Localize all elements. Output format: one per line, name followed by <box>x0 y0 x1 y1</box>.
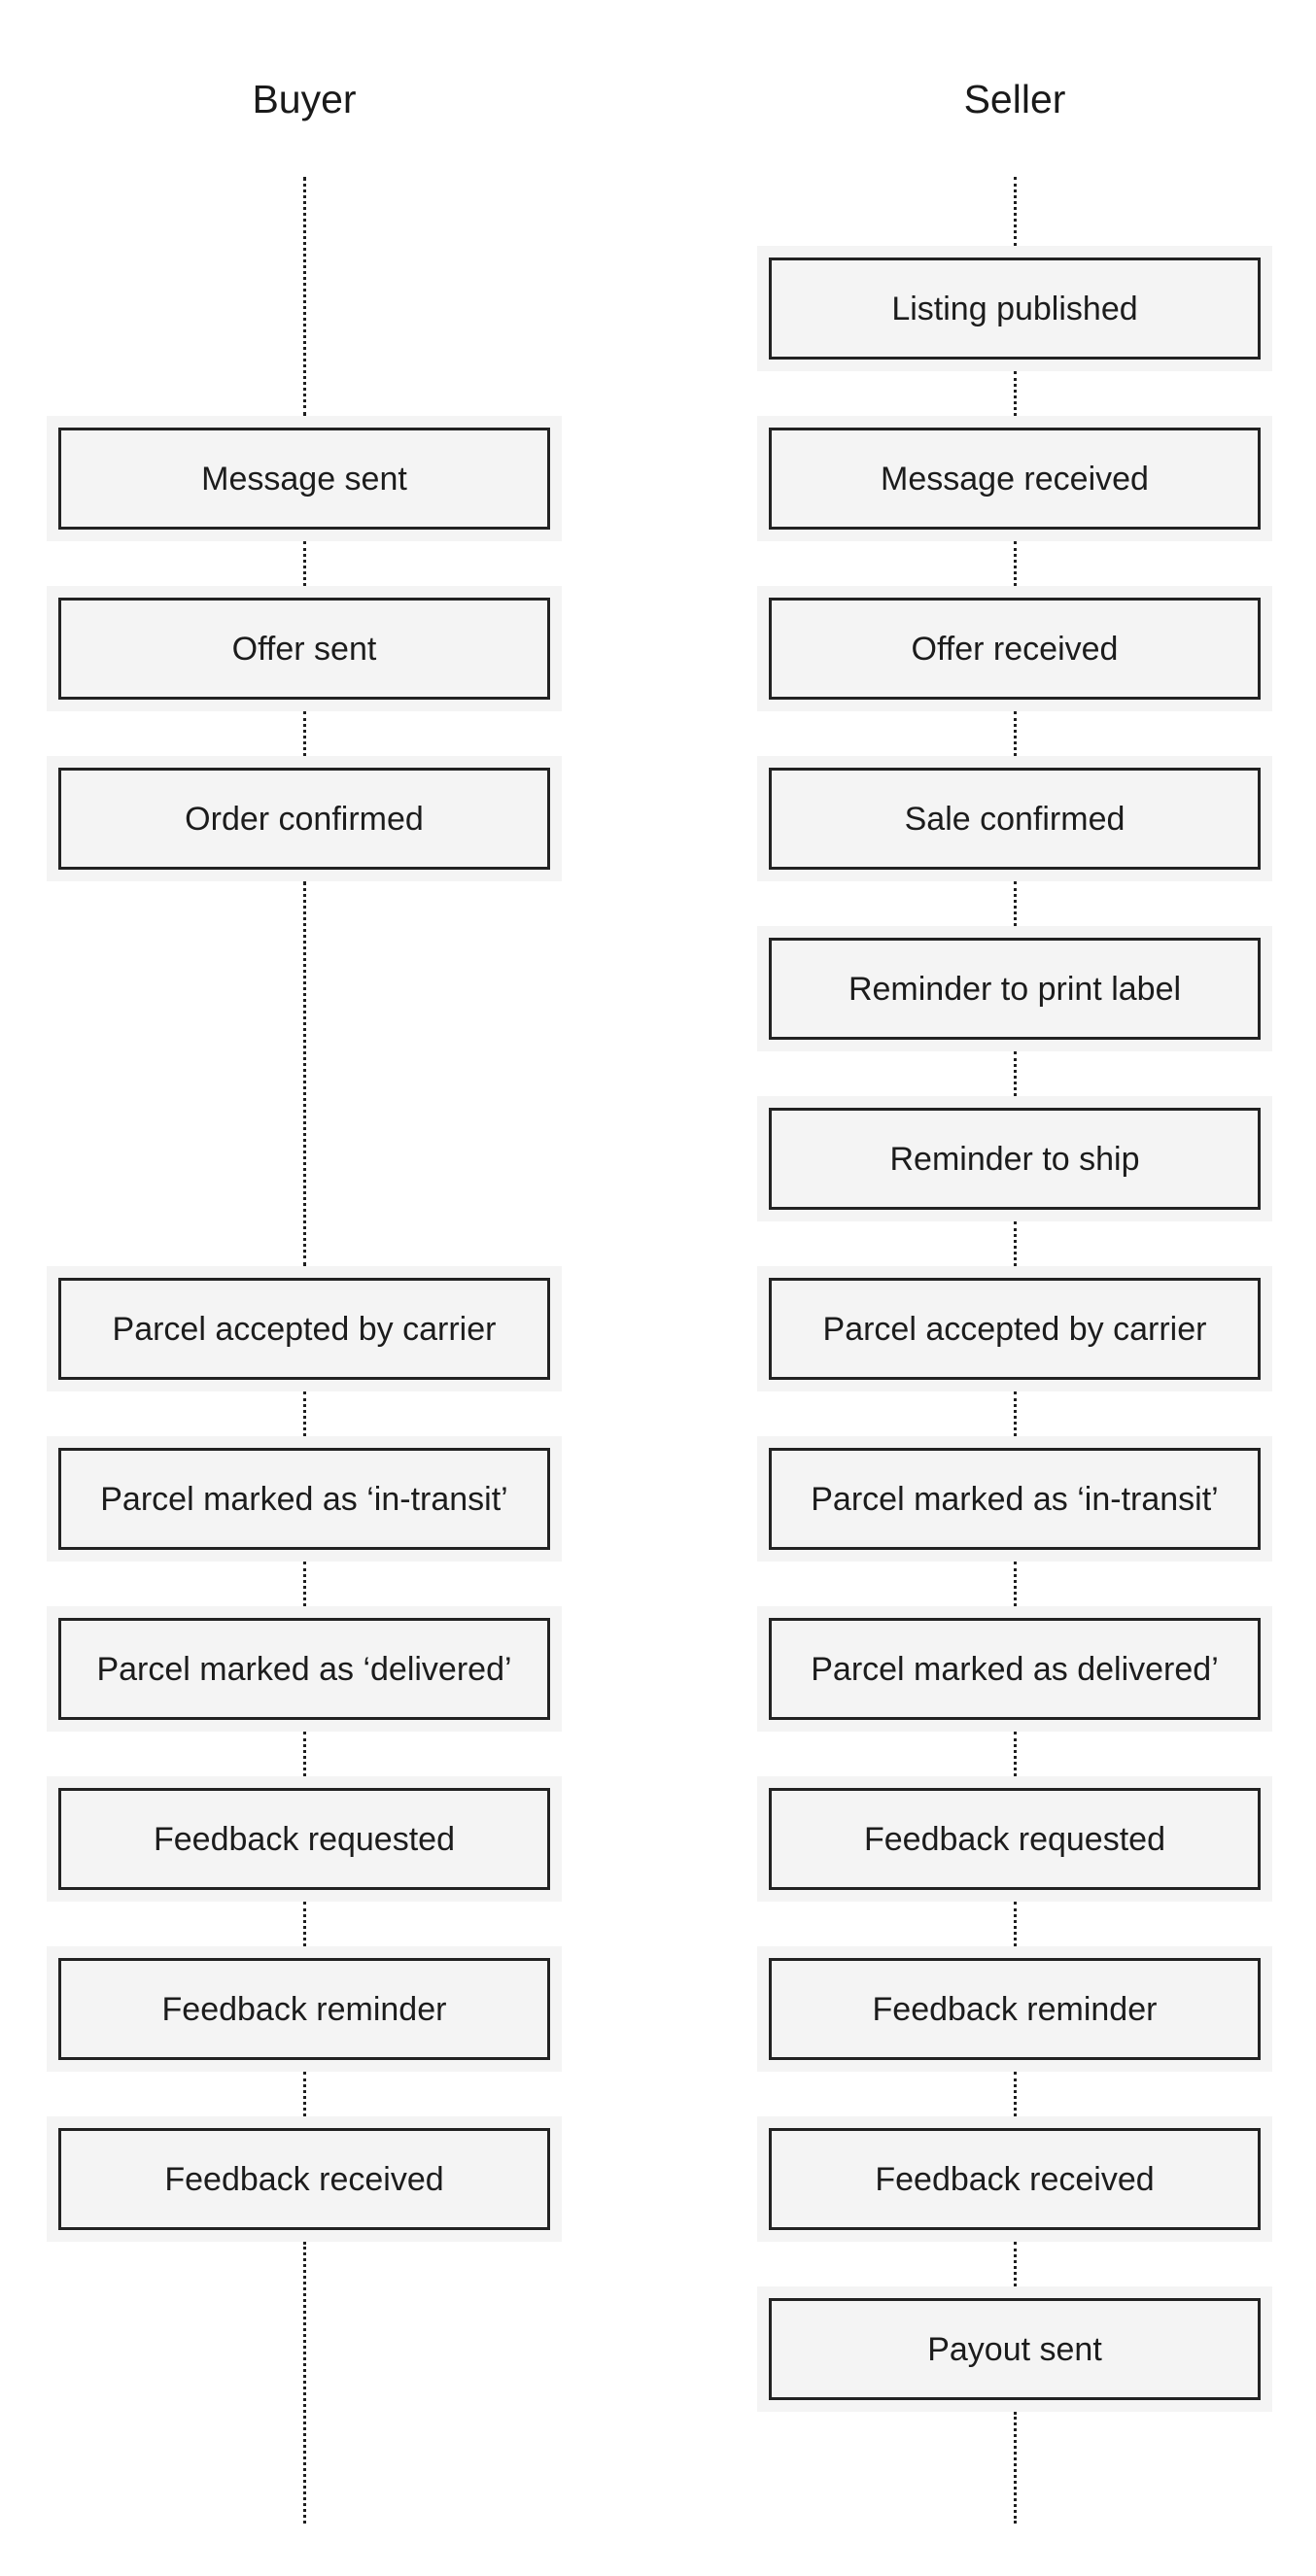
step-box: Offer received <box>769 598 1261 700</box>
step-box: Parcel marked as delivered’ <box>769 1618 1261 1720</box>
step-box: Parcel accepted by carrier <box>769 1278 1261 1380</box>
connector <box>1014 881 1017 926</box>
step-label: Message sent <box>201 460 407 498</box>
step-box: Feedback received <box>58 2128 550 2230</box>
seller-step-payout-sent: Payout sent <box>757 2286 1272 2412</box>
buyer-lane-title: Buyer <box>252 77 357 121</box>
step-label: Listing published <box>891 290 1138 327</box>
step-box: Message received <box>769 428 1261 530</box>
seller-step-offer-received: Offer received <box>757 586 1272 711</box>
connector <box>1014 711 1017 756</box>
step-box: Parcel marked as ‘in-transit’ <box>58 1448 550 1550</box>
connector <box>303 1902 306 1946</box>
connector <box>303 541 306 586</box>
seller-lane: Seller Listing published Message receive… <box>757 0 1272 2576</box>
step-label: Reminder to ship <box>889 1140 1140 1178</box>
connector <box>303 1391 306 1436</box>
connector <box>303 881 306 1266</box>
connector <box>1014 1391 1017 1436</box>
step-label: Parcel marked as ‘in-transit’ <box>811 1480 1219 1518</box>
buyer-step-parcel-delivered: Parcel marked as ‘delivered’ <box>47 1606 562 1732</box>
connector <box>303 711 306 756</box>
step-label: Feedback requested <box>864 1820 1165 1858</box>
seller-step-feedback-requested: Feedback requested <box>757 1776 1272 1902</box>
step-label: Parcel marked as ‘in-transit’ <box>100 1480 508 1518</box>
step-box: Parcel accepted by carrier <box>58 1278 550 1380</box>
seller-lane-title: Seller <box>963 77 1066 121</box>
step-label: Parcel accepted by carrier <box>112 1310 497 1348</box>
connector <box>1014 177 1017 246</box>
buyer-step-parcel-accepted: Parcel accepted by carrier <box>47 1266 562 1391</box>
step-label: Parcel marked as delivered’ <box>811 1650 1219 1688</box>
connector <box>1014 1732 1017 1776</box>
step-box: Feedback received <box>769 2128 1261 2230</box>
seller-step-reminder-print-label: Reminder to print label <box>757 926 1272 1051</box>
connector <box>1014 2412 1017 2524</box>
buyer-step-feedback-requested: Feedback requested <box>47 1776 562 1902</box>
step-label: Payout sent <box>927 2330 1102 2368</box>
connector <box>1014 1902 1017 1946</box>
step-label: Sale confirmed <box>904 800 1126 838</box>
buyer-step-offer-sent: Offer sent <box>47 586 562 711</box>
seller-step-listing-published: Listing published <box>757 246 1272 371</box>
step-label: Offer sent <box>231 630 377 668</box>
buyer-step-feedback-received: Feedback received <box>47 2116 562 2242</box>
step-box: Feedback reminder <box>58 1958 550 2060</box>
step-box: Reminder to print label <box>769 938 1261 1040</box>
step-label: Reminder to print label <box>848 970 1182 1008</box>
step-box: Message sent <box>58 428 550 530</box>
step-box: Feedback requested <box>769 1788 1261 1890</box>
seller-step-sale-confirmed: Sale confirmed <box>757 756 1272 881</box>
step-box: Payout sent <box>769 2298 1261 2400</box>
seller-step-parcel-in-transit: Parcel marked as ‘in-transit’ <box>757 1436 1272 1562</box>
step-box: Reminder to ship <box>769 1108 1261 1210</box>
connector <box>303 1732 306 1776</box>
seller-step-feedback-received: Feedback received <box>757 2116 1272 2242</box>
step-label: Feedback reminder <box>161 1990 447 2028</box>
buyer-step-order-confirmed: Order confirmed <box>47 756 562 881</box>
step-label: Offer received <box>911 630 1119 668</box>
step-label: Message received <box>881 460 1149 498</box>
connector <box>1014 2242 1017 2286</box>
step-label: Parcel accepted by carrier <box>822 1310 1207 1348</box>
connector <box>303 1562 306 1606</box>
step-box: Parcel marked as ‘delivered’ <box>58 1618 550 1720</box>
step-label: Feedback reminder <box>872 1990 1158 2028</box>
connector <box>303 2242 306 2524</box>
connector <box>1014 371 1017 416</box>
buyer-lane: Buyer Message sent Offer sent Order conf… <box>47 0 562 2576</box>
step-label: Parcel marked as ‘delivered’ <box>96 1650 512 1688</box>
connector <box>303 177 306 416</box>
connector <box>1014 1051 1017 1096</box>
step-box: Offer sent <box>58 598 550 700</box>
step-box: Sale confirmed <box>769 768 1261 870</box>
seller-step-feedback-reminder: Feedback reminder <box>757 1946 1272 2072</box>
step-label: Feedback requested <box>154 1820 455 1858</box>
step-label: Order confirmed <box>185 800 424 838</box>
buyer-step-message-sent: Message sent <box>47 416 562 541</box>
step-box: Feedback requested <box>58 1788 550 1890</box>
connector <box>1014 541 1017 586</box>
seller-step-reminder-ship: Reminder to ship <box>757 1096 1272 1221</box>
step-label: Feedback received <box>164 2160 444 2198</box>
connector <box>1014 1562 1017 1606</box>
buyer-step-feedback-reminder: Feedback reminder <box>47 1946 562 2072</box>
seller-step-parcel-accepted: Parcel accepted by carrier <box>757 1266 1272 1391</box>
step-label: Feedback received <box>875 2160 1155 2198</box>
step-box: Order confirmed <box>58 768 550 870</box>
step-box: Feedback reminder <box>769 1958 1261 2060</box>
step-box: Listing published <box>769 258 1261 360</box>
connector <box>1014 1221 1017 1266</box>
step-box: Parcel marked as ‘in-transit’ <box>769 1448 1261 1550</box>
buyer-step-parcel-in-transit: Parcel marked as ‘in-transit’ <box>47 1436 562 1562</box>
seller-step-message-received: Message received <box>757 416 1272 541</box>
seller-step-parcel-delivered: Parcel marked as delivered’ <box>757 1606 1272 1732</box>
connector <box>1014 2072 1017 2116</box>
connector <box>303 2072 306 2116</box>
